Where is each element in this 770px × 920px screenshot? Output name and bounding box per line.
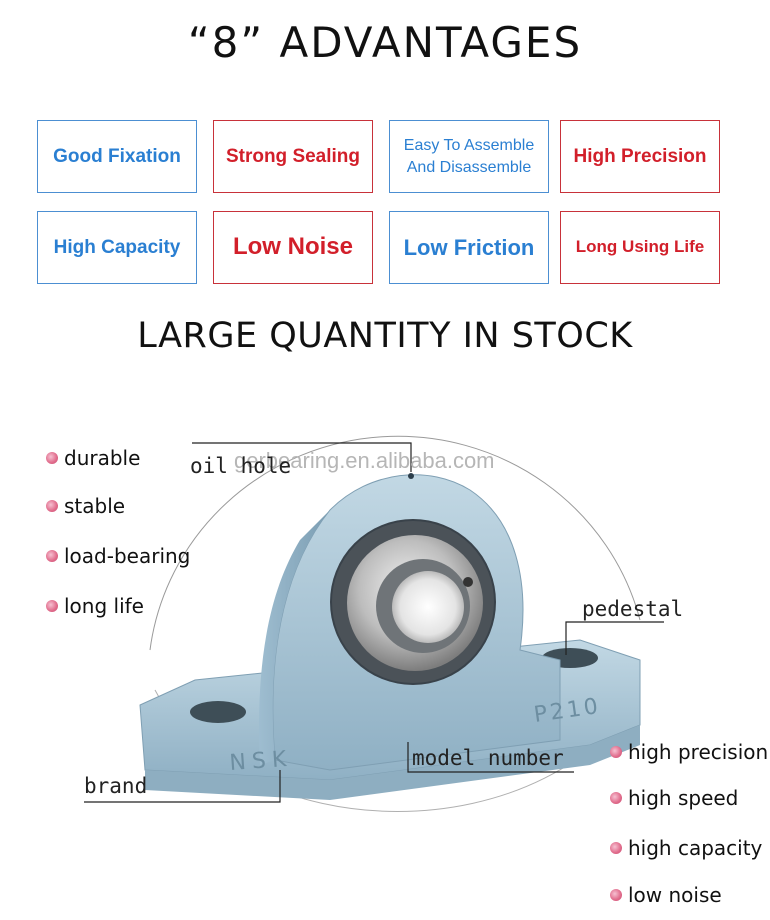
feature-stable: stable [46,494,125,518]
callout-pedestal: pedestal [582,597,684,621]
advantage-label: Low Noise [232,233,353,261]
feature-label: long life [64,594,144,618]
advantages-heading: “8” ADVANTAGES [187,18,583,67]
advantage-strong-sealing: Strong Sealing [213,120,373,193]
pink-dot-icon [46,500,58,512]
callout-brand: brand [84,774,148,798]
model-number-leader [407,742,574,773]
feature-high-precision: high precision [610,740,768,764]
advantage-label: Easy To Assemble And Disassemble [403,136,535,176]
pink-dot-icon [46,452,58,464]
feature-label: low noise [628,883,722,907]
feature-high-speed: high speed [610,786,738,810]
decorative-arc [149,435,641,651]
advantage-label: High Precision [573,145,707,167]
feature-low-noise: low noise [610,883,722,907]
callout-oil-hole: oil hole [190,454,292,478]
pink-dot-icon [610,792,622,804]
feature-long-life: long life [46,594,144,618]
stock-heading: LARGE QUANTITY IN STOCK [137,316,633,356]
bearing-bore [392,571,464,643]
brand-marking: NSK [229,747,293,776]
pink-dot-icon [46,550,58,562]
pillow-block-bearing-image: NSK P210 [84,435,664,812]
watermark: gerbearing.en.alibaba.com [234,448,495,473]
advantage-good-fixation: Good Fixation [37,120,197,193]
feature-durable: durable [46,446,140,470]
advantage-label: Strong Sealing [225,145,361,167]
advantage-label: High Capacity [53,236,181,258]
advantage-label: Low Friction [403,234,535,260]
feature-high-capacity: high capacity [610,836,762,860]
oil-hole-leader [192,442,412,472]
housing-pedestal-side [259,510,330,765]
brand-leader [84,770,281,803]
feature-label: load-bearing [64,544,191,568]
housing-base-front [145,725,640,800]
advantage-low-friction: Low Friction [389,211,549,284]
advantage-label: Good Fixation [53,145,181,167]
pink-dot-icon [610,889,622,901]
advantage-easy-assemble: Easy To Assemble And Disassemble [389,120,549,193]
advantage-high-precision: High Precision [560,120,720,193]
feature-label: stable [64,494,126,518]
feature-label: high speed [628,786,739,810]
bolt-hole-left [190,701,246,723]
advantage-label: Long Using Life [575,237,705,257]
feature-label: high precision [628,740,769,764]
callout-model-number: model number [412,746,564,770]
advantage-low-noise: Low Noise [213,211,373,284]
feature-label: high capacity [628,836,763,860]
pink-dot-icon [46,600,58,612]
pink-dot-icon [610,842,622,854]
feature-load-bearing: load-bearing [46,544,190,568]
oil-hole-mark [408,473,414,479]
pink-dot-icon [610,746,622,758]
advantage-high-capacity: High Capacity [37,211,197,284]
pedestal-leader [565,621,664,655]
feature-label: durable [64,446,141,470]
advantage-long-using-life: Long Using Life [560,211,720,284]
set-screw [463,577,473,587]
